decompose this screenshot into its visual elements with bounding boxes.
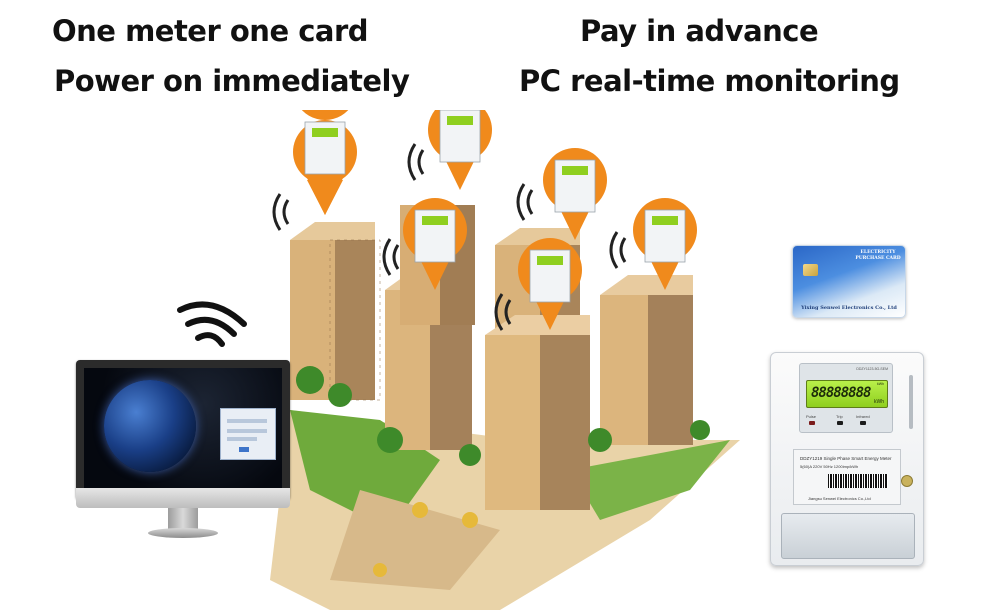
energy-meter-icon bbox=[554, 159, 596, 213]
meter-nameplate: DDZY1219 Single Phase Smart Energy Meter… bbox=[793, 449, 901, 505]
infrared-port bbox=[860, 421, 866, 425]
card-title: ELECTRICITY PURCHASE CARD bbox=[855, 250, 901, 261]
meter-pin bbox=[428, 110, 492, 190]
meter-display-window: DDZY1123-5G-SEM kWh 88888888 kWh Pulse T… bbox=[799, 363, 893, 433]
trip-led bbox=[837, 421, 843, 425]
trip-label: Trip bbox=[836, 414, 843, 419]
login-window bbox=[220, 408, 276, 460]
plate-title: DDZY1219 Single Phase Smart Energy Meter bbox=[800, 456, 892, 461]
headline-pc-real-time-monitoring: PC real-time monitoring bbox=[519, 64, 900, 98]
computer-monitor bbox=[76, 360, 290, 560]
courtyard bbox=[330, 490, 500, 590]
tree-cluster bbox=[296, 366, 710, 577]
monitor-base bbox=[148, 528, 218, 538]
chip-icon bbox=[803, 264, 818, 276]
monitor-stand bbox=[168, 508, 198, 530]
login-field bbox=[227, 429, 267, 433]
headline-one-meter-one-card: One meter one card bbox=[52, 14, 369, 48]
wifi-signal-icon bbox=[407, 143, 425, 181]
meter-pin bbox=[403, 198, 467, 290]
login-field bbox=[227, 419, 267, 423]
lcd-tag: kWh bbox=[877, 382, 884, 386]
meter-pin bbox=[293, 110, 357, 215]
meter-pin bbox=[543, 148, 607, 240]
infrared-label: Infrared bbox=[856, 414, 870, 419]
meter-model-code: DDZY1123-5G-SEM bbox=[856, 367, 888, 371]
meter-seal bbox=[901, 475, 913, 487]
building bbox=[485, 315, 590, 510]
meter-pin bbox=[518, 238, 582, 330]
monitor-chin bbox=[76, 488, 290, 508]
barcode bbox=[828, 474, 888, 488]
wifi-signal-icon bbox=[494, 293, 512, 331]
plate-maker: Jiangsu Senwei Electronics Co.,Ltd bbox=[808, 496, 871, 501]
meter-pin bbox=[633, 198, 697, 290]
pulse-label: Pulse bbox=[806, 414, 817, 419]
electricity-purchase-card: ELECTRICITY PURCHASE CARD Yixing Senwei … bbox=[792, 245, 906, 318]
monitor-frame bbox=[76, 360, 290, 500]
headline-pay-in-advance: Pay in advance bbox=[580, 14, 819, 48]
building bbox=[600, 275, 693, 445]
wifi-signal-icon bbox=[382, 238, 400, 276]
login-field bbox=[227, 437, 257, 441]
lcd-digits: 88888888 bbox=[811, 385, 871, 401]
headline-power-on-immediately: Power on immediately bbox=[54, 64, 410, 98]
card-slot bbox=[909, 375, 913, 429]
monitor-screen bbox=[84, 368, 282, 488]
plate-spec: 5(60)A 220V 50Hz 1200imp/kWh bbox=[800, 464, 859, 469]
grass-area bbox=[570, 440, 730, 520]
building bbox=[290, 222, 375, 400]
globe-icon bbox=[104, 380, 196, 472]
wifi-signal-icon bbox=[516, 183, 534, 221]
pulse-led bbox=[809, 421, 815, 425]
login-button bbox=[239, 447, 249, 452]
wifi-signal-icon bbox=[177, 301, 247, 347]
lcd-unit: kWh bbox=[874, 399, 884, 405]
meter-terminal-cover bbox=[781, 513, 915, 559]
card-company: Yixing Senwei Electronics Co., Ltd bbox=[801, 305, 897, 311]
smart-city-illustration bbox=[270, 110, 740, 610]
wifi-signal-icon bbox=[609, 231, 627, 269]
meter-lcd: kWh 88888888 kWh bbox=[806, 380, 888, 408]
energy-meter: DDZY1123-5G-SEM kWh 88888888 kWh Pulse T… bbox=[770, 352, 924, 566]
wifi-signal-icon bbox=[272, 193, 290, 231]
